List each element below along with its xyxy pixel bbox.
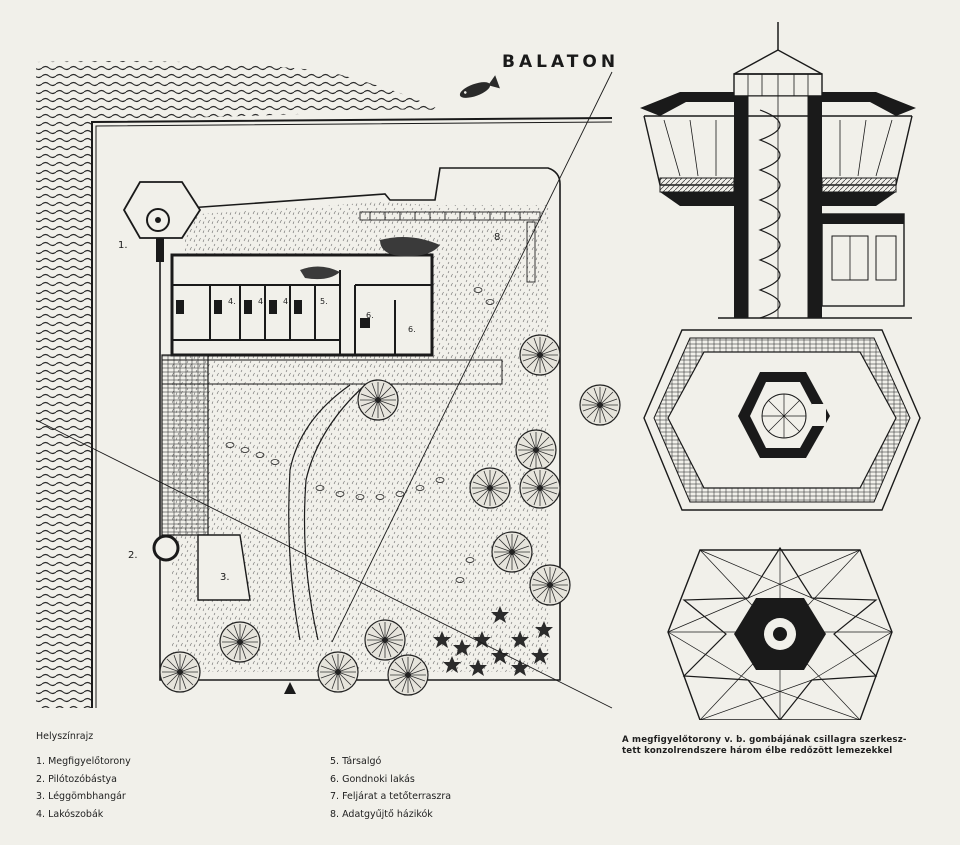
tower-section-drawing [640, 22, 916, 319]
legend-item: 2. Pilótozóbástya [36, 773, 118, 785]
svg-text:4.: 4. [258, 297, 266, 306]
svg-text:4.: 4. [283, 297, 291, 306]
site-plan: 4. 4. 4. 5. 6. 6. [35, 61, 621, 709]
legend-column-left: 1. Megfigyelőtorony 2. Pilótozóbástya 3.… [36, 753, 131, 823]
data-collector-huts [359, 211, 541, 283]
legend-item: 7. Feljárat a tetőterraszra [330, 791, 452, 802]
tower-plan-drawing [643, 329, 921, 511]
plan-number-3: 3. [220, 572, 230, 583]
svg-text:6.: 6. [408, 325, 416, 334]
garden-path [288, 384, 351, 641]
legend-item: 1. Megfigyelőtorony [36, 756, 131, 767]
legend-item: 8. Adatgyűjtő házikók [330, 808, 433, 820]
paved-walkway [161, 354, 209, 536]
lake-water [36, 61, 440, 709]
star-canopy-drawing [667, 546, 893, 720]
pilot-bastion [152, 534, 180, 562]
legend-item: 4. Lakószobák [36, 808, 104, 820]
legend-column-right: 5. Társalgó 6. Gondnoki lakás 7. Feljára… [330, 753, 451, 823]
fish-icon [459, 75, 500, 98]
north-marker-icon [284, 682, 296, 694]
drawing-sheet: 4. 4. 4. 5. 6. 6. [35, 22, 921, 720]
observation-tower-plan [122, 181, 202, 262]
balloon-hangar [197, 534, 251, 601]
svg-text:5.: 5. [320, 297, 328, 306]
plan-number-8: 8. [494, 232, 504, 243]
svg-text:4.: 4. [228, 297, 236, 306]
site-boundary [159, 167, 561, 681]
tower-caption: A megfigyelőtorony v. b. gombájának csil… [622, 735, 940, 757]
sight-line [331, 71, 613, 643]
legend-item: 3. Léggömbhangár [36, 791, 126, 802]
caption-line: A megfigyelőtorony v. b. gombájának csil… [622, 735, 907, 745]
shoreline [91, 117, 613, 708]
legend-item: 5. Társalgó [330, 756, 382, 767]
lake-label: BALATON [502, 52, 620, 72]
svg-text:6.: 6. [366, 311, 374, 320]
legend: Helyszínrajz 1. Megfigyelőtorony 2. Piló… [36, 731, 556, 831]
caption-line: tett konzolrendszere három élbe redőzött… [622, 746, 893, 756]
legend-title: Helyszínrajz [36, 731, 94, 742]
plan-number-2: 2. [128, 550, 138, 561]
legend-item: 6. Gondnoki lakás [330, 773, 415, 785]
stepping-stones [225, 287, 495, 583]
plan-number-1: 1. [118, 240, 128, 251]
sight-line-2 [35, 419, 613, 709]
